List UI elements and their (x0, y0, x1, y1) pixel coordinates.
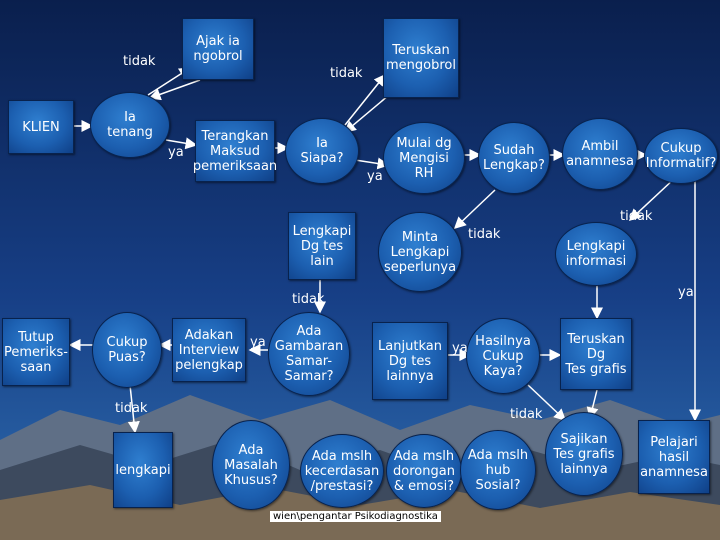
label-tidak: tidak (123, 54, 156, 69)
node-ajak-ngobrol: Ajak ia ngobrol (182, 18, 254, 80)
node-cukup-puas: Cukup Puas? (92, 312, 162, 388)
node-lanjutkan-tes: Lanjutkan Dg tes lainnya (372, 322, 448, 400)
node-ada-dorongan: Ada mslh dorongan & emosi? (386, 434, 462, 508)
node-ia-siapa: Ia Siapa? (285, 118, 359, 184)
label-tidak: tidak (620, 209, 653, 224)
node-klien: KLIEN (8, 100, 74, 154)
label-ya: ya (168, 145, 184, 160)
node-ada-gambaran: Ada Gambaran Samar- Samar? (268, 312, 350, 396)
label-tidak: tidak (292, 292, 325, 307)
node-hasilnya-cukup: Hasilnya Cukup Kaya? (466, 318, 540, 394)
node-ambil-anamnesa: Ambil anamnesa (562, 118, 638, 190)
label-ya: ya (452, 341, 468, 356)
node-teruskan-grafis: Teruskan Dg Tes grafis (560, 318, 632, 390)
label-ya: ya (678, 285, 694, 300)
label-tidak: tidak (468, 227, 501, 242)
node-lengkapi-tes-lain: Lengkapi Dg tes lain (288, 212, 356, 280)
node-minta-lengkapi: Minta Lengkapi seperlunya (378, 212, 462, 292)
arrow-tenang-terangkan (165, 137, 198, 150)
label-ya: ya (250, 335, 266, 350)
node-sudah-lengkap: Sudah Lengkap? (478, 122, 550, 194)
arrow-cukup-lengkapi (127, 384, 140, 434)
node-cukup-informatif: Cukup Informatif? (644, 128, 718, 184)
node-mulai-mengisi: Mulai dg Mengisi RH (383, 122, 465, 194)
arrow-hasil-sajikan (527, 384, 567, 422)
node-teruskan-mengobrol: Teruskan mengobrol (383, 18, 459, 98)
node-ada-sosial: Ada mslh hub Sosial? (460, 430, 536, 510)
node-ada-masalah: Ada Masalah Khusus? (212, 420, 290, 510)
node-ada-kecerdasan: Ada mslh kecerdasan /prestasi? (300, 434, 384, 508)
label-tidak: tidak (115, 401, 148, 416)
node-sajikan-grafis: Sajikan Tes grafis lainnya (545, 412, 623, 496)
arrow-ajak-tenang (148, 79, 201, 101)
node-adakan-interview: Adakan Interview pelengkap (172, 318, 246, 382)
arrow-siapa-teruskan (344, 73, 386, 126)
arrow-siapa-mulai (354, 157, 390, 170)
node-pelajari-anamnesa: Pelajari hasil anamnesa (638, 420, 710, 494)
label-tidak: tidak (510, 407, 543, 422)
arrow-sudah-minta (453, 189, 496, 230)
label-tidak: tidak (330, 66, 363, 81)
footer-credit: wien\pengantar Psikodiagnostika (270, 511, 441, 522)
node-lengkapi-informasi: Lengkapi informasi (555, 222, 637, 286)
node-tutup-pemeriksaan: Tutup Pemeriks- saan (2, 318, 70, 386)
node-ia-tenang: Ia tenang (90, 92, 170, 158)
arrow-cukup-lengkapi-info (628, 177, 676, 222)
label-ya: ya (367, 169, 383, 184)
node-terangkan-maksud: Terangkan Maksud pemeriksaan (193, 120, 277, 182)
node-lengkapi: lengkapi (113, 432, 173, 508)
